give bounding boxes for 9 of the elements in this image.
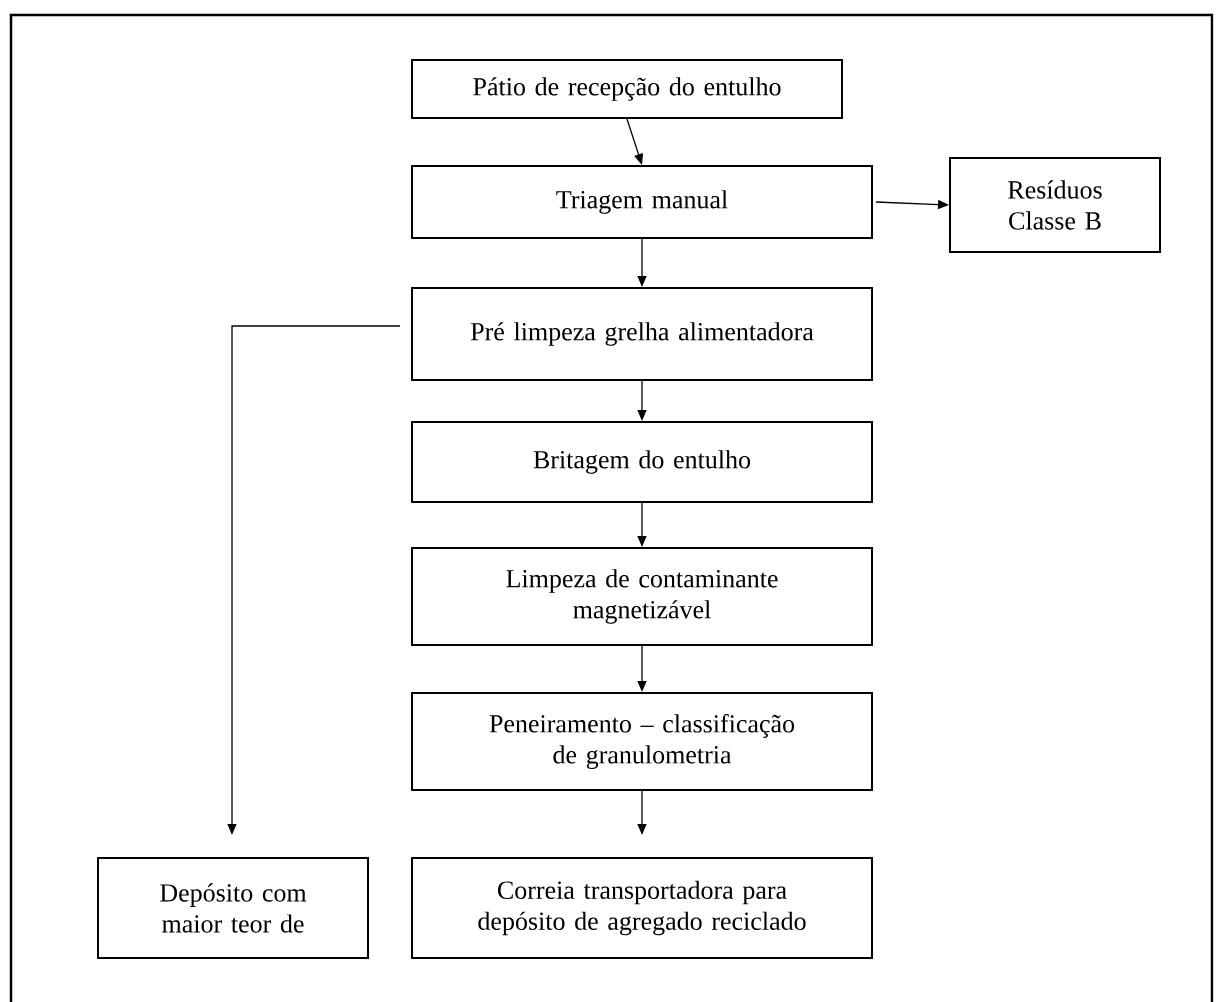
- process-box: Depósito com maior teor de: [97, 857, 369, 959]
- process-box: Triagem manual: [411, 165, 873, 239]
- process-box: Pré limpeza grelha alimentadora: [411, 287, 873, 381]
- process-box: Correia transportadora para depósito de agregado reciclado: [411, 857, 873, 959]
- process-box: Pátio de recepção do entulho: [411, 59, 843, 119]
- process-box: Resíduos Classe B: [949, 157, 1161, 253]
- process-box: Limpeza de contaminante magnetizável: [411, 547, 873, 646]
- process-box: Britagem do entulho: [411, 421, 873, 503]
- process-box: Peneiramento – classificação de granulometria: [411, 692, 873, 791]
